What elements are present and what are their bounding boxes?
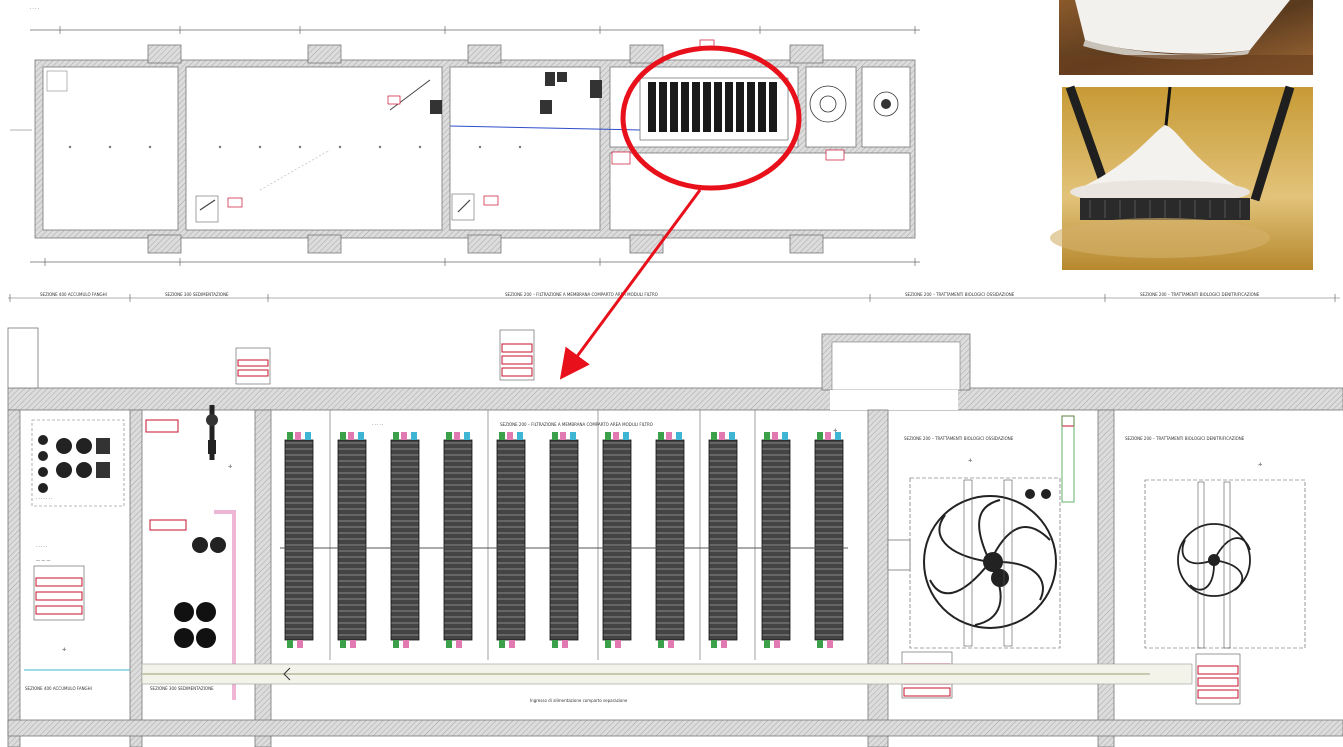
membrane-module bbox=[496, 432, 526, 648]
plan-zone-2 bbox=[185, 66, 443, 231]
oxidation-title: SEZIONE 200 – TRATTAMENTI BIOLOGICI OSSI… bbox=[904, 436, 1014, 441]
svg-text:— — —: — — — bbox=[36, 558, 51, 563]
header-section-2: SEZIONE 300 SEDIMENTAZIONE bbox=[165, 292, 229, 297]
membrane-modules bbox=[280, 432, 848, 648]
membrane-section-title: SEZIONE 200 – FILTRAZIONE A MEMBRANA COM… bbox=[500, 422, 653, 427]
label-left-zone-2: SEZIONE 300 SEDIMENTAZIONE bbox=[150, 686, 214, 691]
plan-title-mark: · · · · bbox=[30, 6, 39, 11]
zoom-arrow bbox=[559, 189, 702, 380]
svg-text:✛: ✛ bbox=[228, 464, 233, 470]
photo-bottom bbox=[1050, 85, 1313, 270]
svg-text:✛: ✛ bbox=[968, 458, 973, 464]
membrane-module bbox=[337, 432, 367, 648]
svg-text:✛: ✛ bbox=[1258, 462, 1263, 468]
membrane-module bbox=[602, 432, 632, 648]
feed-channel bbox=[24, 663, 1193, 685]
membrane-subtitle: · · · · · bbox=[372, 422, 383, 427]
header-section-1: SEZIONE 400 ACCUMULO FANGHI bbox=[40, 292, 107, 297]
zone-ossidazione: ✛ bbox=[887, 415, 1075, 649]
highlight-circle bbox=[620, 45, 802, 191]
membrane-module bbox=[443, 432, 473, 648]
membrane-module bbox=[390, 432, 420, 648]
detail-section: · · · · · · · · · · · · — — — ✛ SEZIONE … bbox=[7, 292, 1343, 747]
bottom-note: Ingresso di alimentazione comparto separ… bbox=[530, 698, 628, 703]
membrane-module bbox=[814, 432, 844, 648]
svg-text:✛: ✛ bbox=[62, 647, 67, 653]
detail-top-slab bbox=[7, 387, 1343, 411]
plan-membrane-modules bbox=[639, 77, 789, 141]
membrane-module bbox=[284, 432, 314, 648]
zone-sedimentazione: ✛ bbox=[174, 405, 236, 700]
denitrification-title: SEZIONE 200 – TRATTAMENTI BIOLOGICI DENI… bbox=[1125, 436, 1245, 441]
zone-accumulo: · · · · · · · · · · · · — — — ✛ bbox=[31, 419, 125, 653]
header-section-5: SEZIONE 200 – TRATTAMENTI BIOLOGICI DENI… bbox=[1140, 292, 1260, 297]
membrane-module bbox=[761, 432, 791, 648]
membrane-module bbox=[549, 432, 579, 648]
plan-zone-1 bbox=[42, 66, 179, 231]
top-plan: · · · · bbox=[10, 6, 920, 266]
plan-zone-5 bbox=[805, 66, 857, 148]
header-section-3: SEZIONE 200 – FILTRAZIONE A MEMBRANA COM… bbox=[505, 292, 658, 297]
photo-top bbox=[1059, 0, 1313, 75]
label-left-zone-1: SEZIONE 400 ACCUMULO FANGHI bbox=[25, 686, 92, 691]
svg-text:· · · · · · ·: · · · · · · · bbox=[36, 496, 53, 501]
plan-zone-3 bbox=[449, 66, 601, 231]
svg-text:· · · · ·: · · · · · bbox=[36, 544, 47, 549]
header-section-4: SEZIONE 200 – TRATTAMENTI BIOLOGICI OSSI… bbox=[905, 292, 1015, 297]
svg-text:✛: ✛ bbox=[833, 428, 838, 434]
membrane-module bbox=[708, 432, 738, 648]
zone-denitrificazione: ✛ bbox=[1144, 462, 1306, 649]
membrane-module bbox=[655, 432, 685, 648]
